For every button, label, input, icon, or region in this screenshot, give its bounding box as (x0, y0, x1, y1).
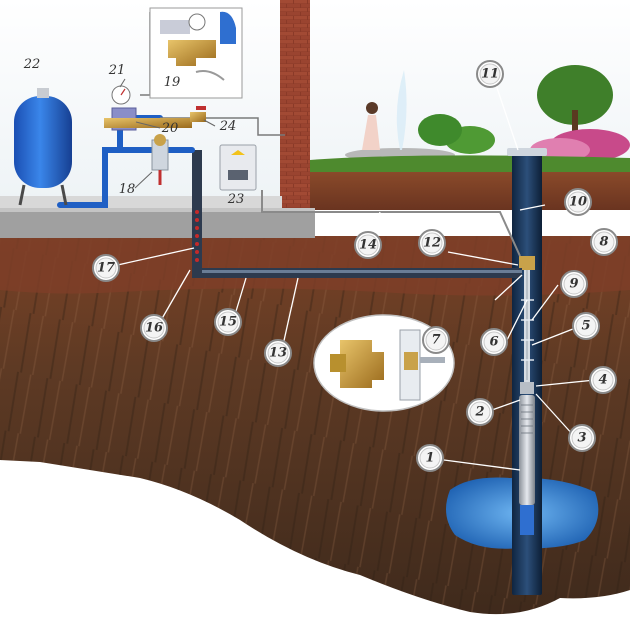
label-19: 19 (164, 75, 181, 90)
callout-16: 16 (140, 314, 168, 342)
callout-8-label: 8 (599, 235, 608, 250)
check-valve (520, 382, 534, 394)
callout-8: 8 (590, 228, 618, 256)
pitless-adapter (519, 256, 535, 270)
brick-wall (280, 0, 310, 208)
callout-13: 13 (264, 339, 292, 367)
callout-12-label: 12 (423, 236, 441, 251)
callout-16-label: 16 (145, 321, 163, 336)
callout-15: 15 (214, 308, 242, 336)
callout-1: 1 (416, 444, 444, 472)
callout-2: 2 (466, 398, 494, 426)
callout-10-label: 10 (569, 195, 587, 210)
callout-6: 6 (480, 328, 508, 356)
label-21: 21 (108, 63, 126, 78)
callout-15-label: 15 (219, 315, 237, 330)
callout-7-label: 7 (431, 333, 440, 348)
callout-11: 11 (476, 60, 504, 88)
callout-17: 17 (92, 254, 120, 282)
label-23: 23 (227, 192, 245, 207)
clay-layer (0, 236, 630, 296)
drain-valve (190, 112, 206, 122)
callout-5: 5 (572, 312, 600, 340)
callout-14-label: 14 (359, 238, 377, 253)
callout-4-label: 4 (598, 373, 607, 388)
callout-5-label: 5 (581, 319, 590, 334)
callout-10: 10 (564, 188, 592, 216)
callout-3-label: 3 (577, 431, 586, 446)
callout-9: 9 (560, 270, 588, 298)
submersible-pump (519, 395, 535, 505)
callout-9-label: 9 (569, 277, 578, 292)
callout-2-label: 2 (474, 405, 484, 420)
five-way-fitting (104, 118, 192, 128)
callout-3: 3 (568, 424, 596, 452)
fitting-inset (149, 7, 243, 99)
label-22: 22 (23, 57, 41, 72)
power-cable (261, 190, 521, 257)
label-24: 24 (219, 119, 237, 134)
callout-17-label: 17 (97, 261, 115, 276)
well-cap (507, 148, 547, 156)
adapter-inset (313, 314, 455, 412)
grass-surface (310, 155, 630, 175)
callout-4: 4 (589, 366, 617, 394)
callout-11-label: 11 (481, 67, 499, 82)
water-filter (151, 134, 169, 185)
callout-13-label: 13 (269, 346, 287, 361)
callout-14: 14 (354, 231, 382, 259)
label-18: 18 (119, 182, 136, 197)
callout-7: 7 (422, 326, 450, 354)
label-20: 20 (161, 121, 179, 136)
plain-labels: 18 19 20 21 22 23 24 (23, 57, 245, 207)
callout-1-label: 1 (425, 451, 434, 466)
callout-12: 12 (418, 229, 446, 257)
heating-cable (195, 210, 199, 262)
callout-6-label: 6 (489, 335, 498, 350)
pressure-tank (14, 88, 72, 206)
